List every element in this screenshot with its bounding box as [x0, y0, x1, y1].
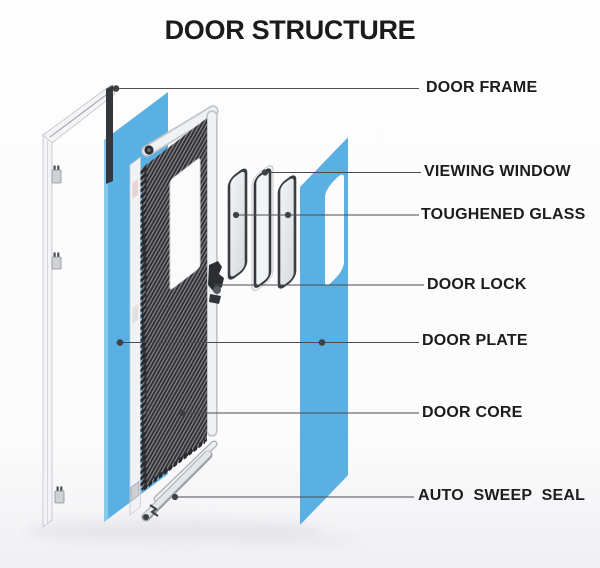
label-door-frame: DOOR FRAME: [426, 79, 538, 96]
rail-tube-bore: [147, 148, 151, 152]
toughened-glass-right-pane: [277, 175, 297, 289]
toughened-glass-left-pane: [227, 168, 248, 280]
hinge-recess-mark: [132, 178, 138, 200]
label-toughened-glass: TOUGHENED GLASS: [421, 206, 586, 223]
frame-top-profile-line: [49, 91, 111, 138]
label-auto-sweep-seal: AUTO SWEEP SEAL: [418, 487, 586, 504]
seal-brush-marks: [149, 504, 159, 517]
core-window-cutout: [169, 158, 201, 290]
frame-hinge-middle: [51, 252, 62, 270]
leader-dots: [112, 85, 326, 501]
core-serrated-bottom-edge: [144, 438, 205, 491]
frame-hinge-top: [51, 165, 62, 184]
back-panel-window-cutout: [325, 174, 344, 285]
page-title: DOOR STRUCTURE: [164, 15, 416, 45]
door-lock-hardware: [208, 261, 224, 304]
frame-hinge-bottom: [54, 486, 65, 504]
leaf-hinge-stile: [129, 156, 141, 516]
door-frame-outline: [42, 84, 116, 528]
seal-end-cap: [143, 514, 149, 520]
viewing-window-frame: [251, 165, 274, 292]
leader-lines: [116, 87, 424, 498]
hinge-recess-mark: [132, 303, 138, 325]
stile-bottom-bracket: [130, 480, 140, 502]
label-door-core: DOOR CORE: [422, 404, 523, 421]
leaf-top-rail: [141, 105, 219, 157]
door-plate-back-panel: [300, 137, 348, 525]
label-viewing-window: VIEWING WINDOW: [424, 163, 571, 180]
auto-sweep-seal-bar: [141, 440, 218, 522]
floor-shadow-right: [233, 532, 363, 548]
label-door-plate: DOOR PLATE: [422, 332, 528, 349]
label-door-lock: DOOR LOCK: [427, 276, 527, 293]
frame-dark-reveal-edge: [106, 85, 113, 184]
door-core-panel: [140, 117, 207, 491]
